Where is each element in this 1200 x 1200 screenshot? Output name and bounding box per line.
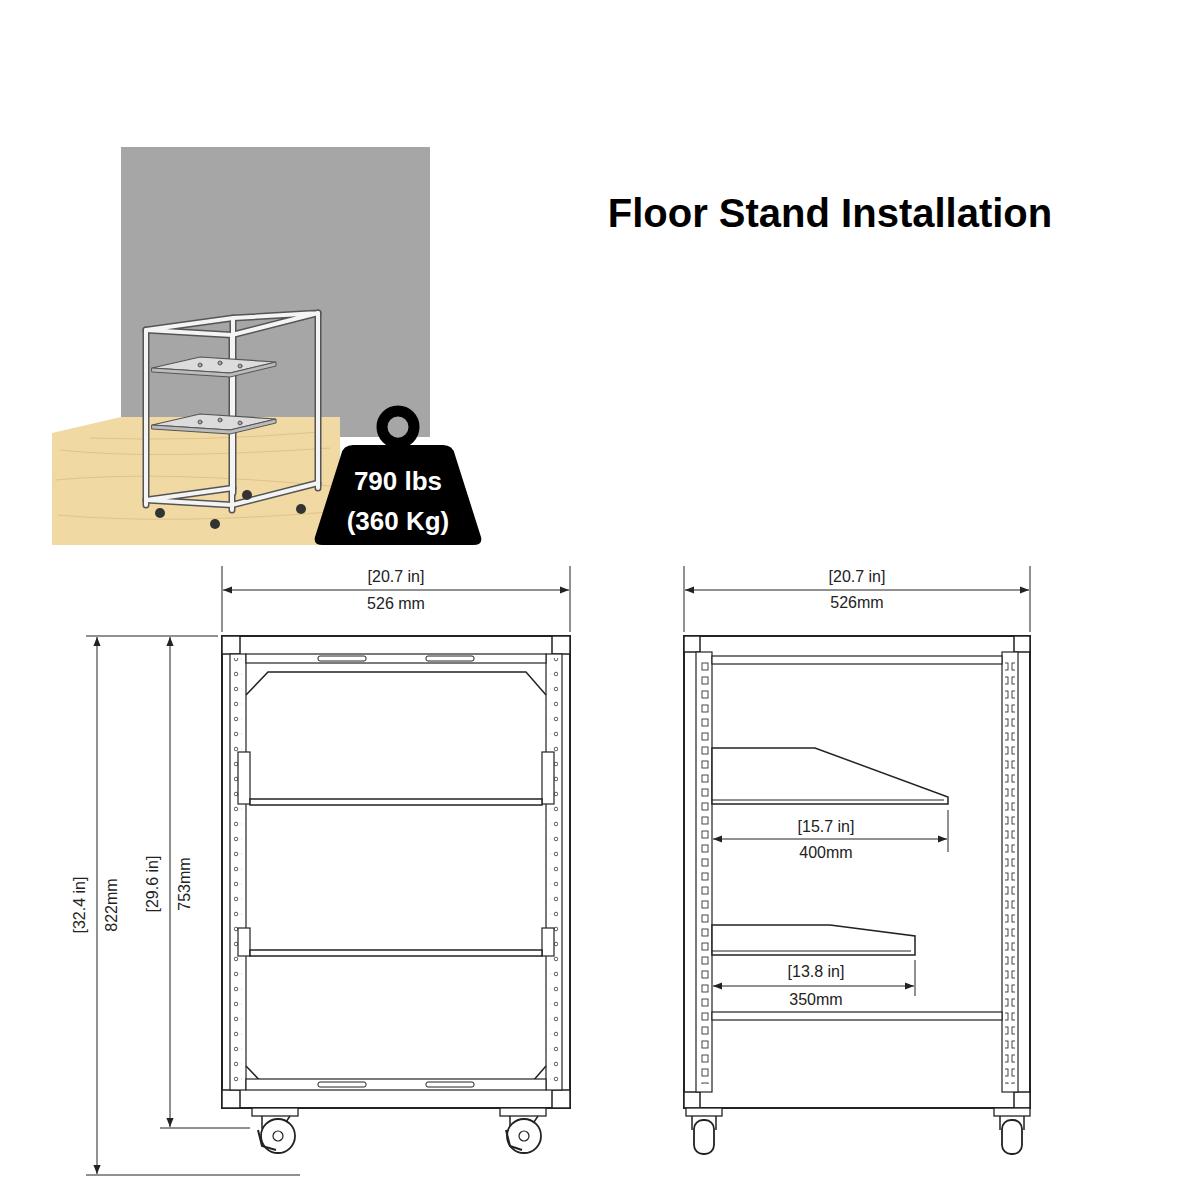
- dimension-label: [15.7 in]: [796, 818, 857, 836]
- dimension-label: 822mm: [103, 876, 121, 933]
- front-view: [222, 636, 570, 1153]
- dimension-label: 400mm: [797, 844, 854, 862]
- dimension-label: [20.7 in]: [827, 568, 888, 586]
- dimension-label: 526 mm: [365, 595, 427, 613]
- dimension-label: 753mm: [176, 855, 194, 912]
- dimension-label: [32.4 in]: [71, 875, 89, 936]
- dimension-label: [20.7 in]: [366, 568, 427, 586]
- dimension-label: [13.8 in]: [786, 963, 847, 981]
- rack-illustration: [146, 313, 318, 529]
- weight-text: 790 lbs (360 Kg): [332, 461, 464, 541]
- dimension-label: [29.6 in]: [144, 854, 162, 915]
- page-title: Floor Stand Installation: [608, 191, 1052, 236]
- weight-badge: 790 lbs (360 Kg): [313, 405, 483, 545]
- dimension-label: 526mm: [828, 594, 885, 612]
- side-view: [684, 636, 1030, 1154]
- dimension-lines: [86, 566, 1030, 1175]
- dimension-label: 350mm: [787, 991, 844, 1009]
